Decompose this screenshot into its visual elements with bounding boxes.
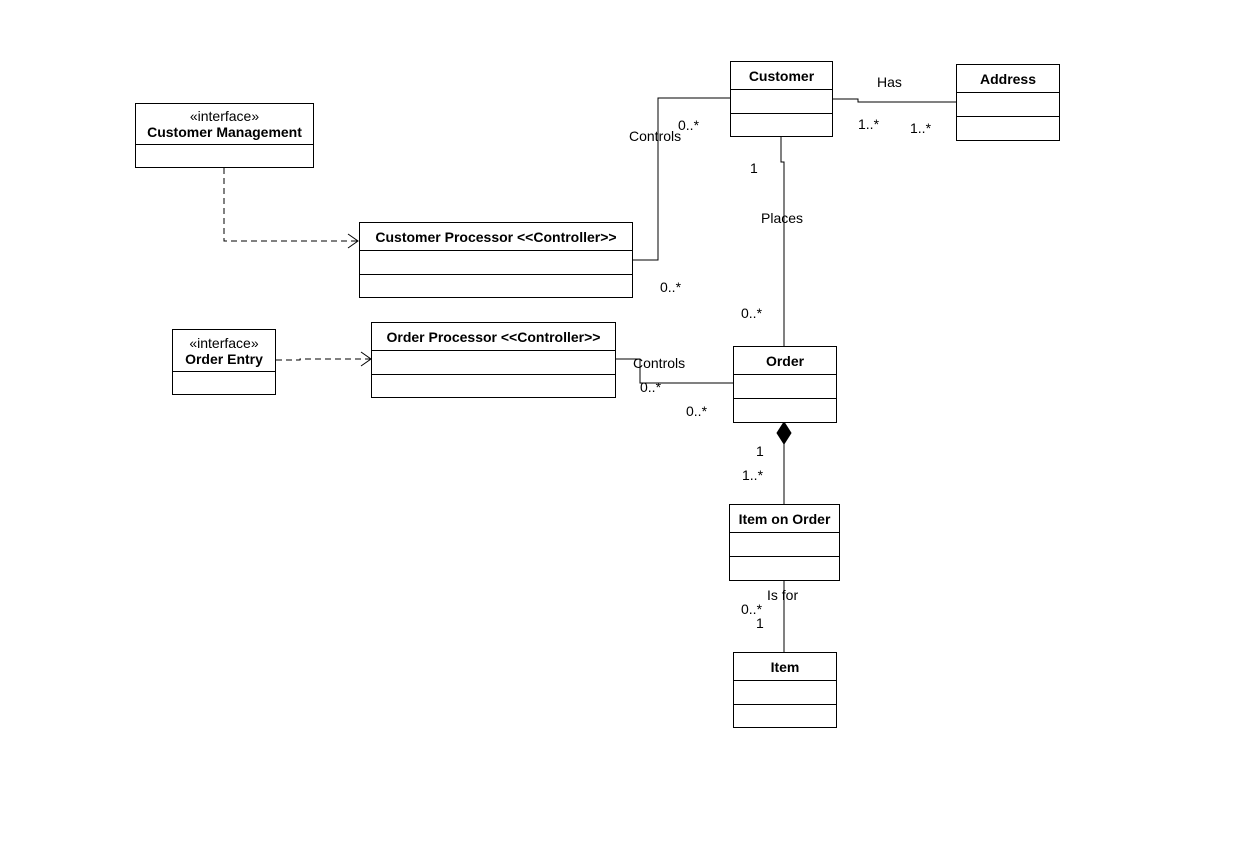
attributes-compartment: [360, 251, 632, 275]
attributes-compartment: [957, 93, 1059, 117]
association-label-places: Places: [761, 210, 804, 226]
dependency-customer-management: [223, 168, 358, 242]
multiplicity-customer-processor-controls: 0..*: [660, 279, 682, 295]
multiplicity-address-has: 1..*: [910, 120, 932, 136]
multiplicity-item-on-order-is-for: 0..*: [741, 601, 763, 617]
class-item-on-order[interactable]: Item on Order: [729, 504, 840, 581]
attributes-compartment: [731, 90, 832, 114]
class-item[interactable]: Item: [733, 652, 837, 728]
multiplicity-item-is-for: 1: [756, 615, 764, 631]
association-customer-order: [780, 137, 785, 346]
association-label-is-for: Is for: [767, 587, 799, 603]
association-processor-order: [615, 358, 733, 384]
class-name: Address: [979, 70, 1037, 87]
multiplicity-customer-controls: 0..*: [678, 117, 700, 133]
association-processor-customer: [632, 97, 730, 261]
class-header: Item on Order: [730, 505, 839, 533]
class-order-processor[interactable]: Order Processor <<Controller>>: [371, 322, 616, 398]
class-order-entry[interactable]: «interface» Order Entry: [172, 329, 276, 395]
class-name: Customer Management: [147, 124, 302, 140]
class-header: «interface» Customer Management: [136, 104, 313, 145]
association-customer-address: [832, 98, 956, 103]
operations-compartment: [734, 705, 836, 727]
dependency-order-entry: [276, 358, 371, 361]
class-customer-management[interactable]: «interface» Customer Management: [135, 103, 314, 168]
operations-compartment: [957, 117, 1059, 140]
association-label-controls-order: Controls: [633, 355, 686, 371]
multiplicity-order-composition: 1: [756, 443, 764, 459]
class-header: Order: [734, 347, 836, 375]
class-header: Item: [734, 653, 836, 681]
class-header: Customer Processor <<Controller>>: [360, 223, 632, 251]
class-order[interactable]: Order: [733, 346, 837, 423]
class-customer[interactable]: Customer: [730, 61, 833, 137]
operations-compartment: [731, 114, 832, 136]
class-header: «interface» Order Entry: [173, 330, 275, 372]
class-name: Customer Processor <<Controller>>: [375, 228, 617, 245]
class-address[interactable]: Address: [956, 64, 1060, 141]
class-name: Item: [770, 658, 800, 675]
stereotype-label: «interface»: [189, 334, 259, 351]
class-name: Order Processor <<Controller>>: [386, 328, 601, 345]
association-label-controls-customer: Controls: [629, 128, 682, 144]
operations-compartment: [360, 275, 632, 297]
multiplicity-customer-has: 1..*: [858, 116, 880, 132]
operations-compartment: [734, 399, 836, 422]
composition-diamond: [776, 421, 792, 445]
association-label-has: Has: [877, 74, 902, 90]
attributes-compartment: [372, 351, 615, 375]
multiplicity-order-places: 0..*: [741, 305, 763, 321]
operations-compartment: [372, 375, 615, 397]
class-header: Address: [957, 65, 1059, 93]
class-name: Order Entry: [185, 350, 263, 367]
multiplicity-order-processor-controls: 0..*: [640, 379, 662, 395]
class-header: Order Processor <<Controller>>: [372, 323, 615, 351]
attributes-compartment: [730, 533, 839, 557]
dependency-arrowhead-customer-management: [347, 233, 359, 249]
multiplicity-order-controls: 0..*: [686, 403, 708, 419]
multiplicity-item-on-order-composition: 1..*: [742, 467, 764, 483]
operations-compartment: [730, 557, 839, 580]
class-name: Customer: [748, 67, 815, 84]
class-header: Customer: [731, 62, 832, 90]
class-customer-processor[interactable]: Customer Processor <<Controller>>: [359, 222, 633, 298]
class-name: Order: [765, 352, 805, 369]
class-name: Item on Order: [738, 510, 831, 527]
stereotype-label: «interface»: [189, 108, 260, 124]
attributes-compartment: [734, 375, 836, 399]
attributes-compartment: [173, 372, 275, 394]
attributes-compartment: [136, 145, 313, 167]
multiplicity-customer-places: 1: [750, 160, 758, 176]
attributes-compartment: [734, 681, 836, 705]
